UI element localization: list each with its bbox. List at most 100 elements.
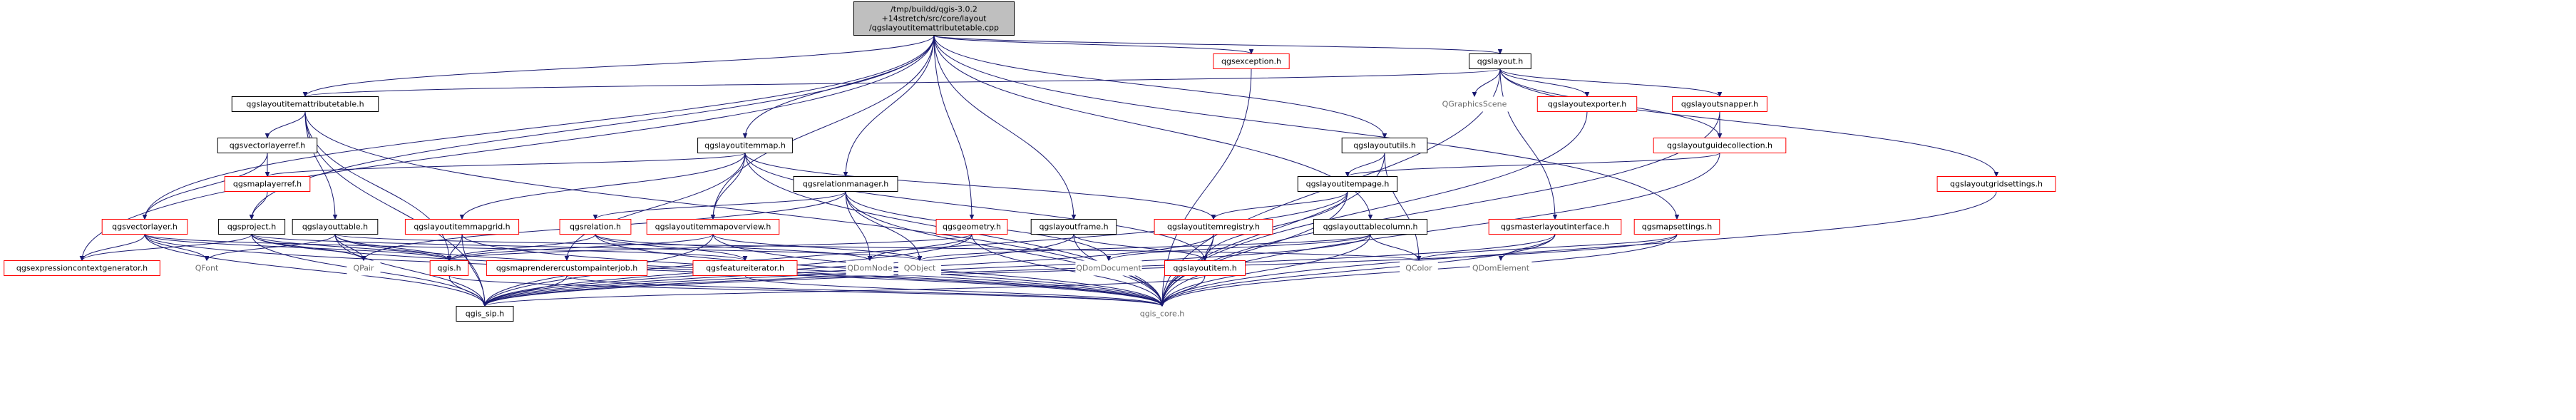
node-qgsrelationmanager[interactable]: qgsrelationmanager.h bbox=[793, 176, 898, 192]
edge-qgsproject-to-qgis bbox=[251, 234, 449, 261]
node-qgslayoutitemregistry[interactable]: qgslayoutitemregistry.h bbox=[1154, 219, 1273, 235]
node-label: qgsmapsettings.h bbox=[1642, 222, 1712, 232]
node-qgsexception[interactable]: qgsexception.h bbox=[1213, 53, 1290, 69]
node-qgslayout[interactable]: qgslayout.h bbox=[1469, 53, 1531, 69]
edge-qgslayouttablecolumn-to-qdomdocument bbox=[1109, 234, 1371, 261]
node-box bbox=[1633, 219, 1720, 235]
node-label: QDomDocument bbox=[1076, 264, 1141, 273]
node-layer: /tmp/buildd/qgis-3.0.2+14stretch/src/cor… bbox=[4, 1, 2056, 322]
edge-qgsvectorlayer-to-qgis_core bbox=[144, 234, 1162, 307]
node-label: qgslayoutitem.h bbox=[1173, 264, 1236, 273]
node-box bbox=[231, 96, 379, 112]
edge-qgsmapsettings-to-qcolor bbox=[1419, 234, 1678, 261]
node-box bbox=[1400, 260, 1438, 276]
edge-qgslayoutitempage-to-qgslayoutitemregistry bbox=[1213, 191, 1348, 220]
node-qgslayoutguidecollection[interactable]: qgslayoutguidecollection.h bbox=[1653, 138, 1787, 153]
node-label: qgsproject.h bbox=[227, 222, 276, 232]
node-qgsmasterlayoutinterface[interactable]: qgsmasterlayoutinterface.h bbox=[1488, 219, 1622, 235]
edge-qgslayouttable-to-qgis_sip bbox=[334, 234, 485, 307]
edge-qgsrelation-to-qgsfeatureiterator bbox=[595, 234, 745, 261]
node-qgslayoutgridsettings[interactable]: qgslayoutgridsettings.h bbox=[1936, 176, 2056, 192]
node-label: qgslayoutitemmapgrid.h bbox=[414, 222, 510, 232]
node-box bbox=[1469, 53, 1531, 69]
edge-qgsmasterlayoutinterface-to-qgis_sip bbox=[485, 234, 1556, 307]
node-box bbox=[1213, 53, 1290, 69]
node-qgslayoutitemmapoverview[interactable]: qgslayoutitemmapoverview.h bbox=[646, 219, 780, 235]
edge-qgslayoututils-to-qcolor bbox=[1384, 153, 1419, 261]
node-label: qgis_sip.h bbox=[466, 309, 505, 319]
node-box bbox=[1536, 96, 1638, 112]
node-box bbox=[429, 260, 469, 276]
node-qgslayoutitem[interactable]: qgslayoutitem.h bbox=[1164, 260, 1246, 276]
node-qgslayoutitempage[interactable]: qgslayoutitempage.h bbox=[1297, 176, 1398, 192]
node-qobject: QObject bbox=[898, 260, 942, 276]
node-box bbox=[1154, 219, 1273, 235]
node-label: qgslayoutitemmapoverview.h bbox=[655, 222, 771, 232]
node-qgsmaprenderercustompainterjob[interactable]: qgsmaprenderercustompainterjob.h bbox=[486, 260, 648, 276]
edge-qgslayoutitemmapoverview-to-qgis bbox=[449, 234, 714, 261]
node-label: qgslayoutexporter.h bbox=[1548, 100, 1626, 109]
edge-qgsmaprenderercustompainterjob-to-qgis_core bbox=[566, 275, 1162, 307]
node-qgslayoutitemmap[interactable]: qgslayoutitemmap.h bbox=[697, 138, 793, 153]
node-label: qgis_core.h bbox=[1140, 309, 1185, 319]
edge-root-to-qgslayoutitemmapoverview bbox=[713, 35, 935, 220]
edge-qgis-to-qgis_core bbox=[448, 275, 1162, 307]
node-qgsproject[interactable]: qgsproject.h bbox=[217, 219, 286, 235]
node-qgslayoututils[interactable]: qgslayoututils.h bbox=[1341, 138, 1428, 153]
edge-qgsrelationmanager-to-qobject bbox=[845, 191, 920, 261]
edge-qgsmasterlayoutinterface-to-qgis_core bbox=[1162, 234, 1556, 307]
edge-qgslayoutitemmap-to-qgsmaplayerref bbox=[267, 153, 746, 177]
edge-qgsfeatureiterator-to-qgis_core bbox=[744, 275, 1162, 307]
node-qdomnode: QDomNode bbox=[846, 260, 894, 276]
edge-root-to-qgsrelationmanager bbox=[846, 35, 935, 177]
node-label: qgsexception.h bbox=[1221, 57, 1281, 66]
node-label: qgis.h bbox=[437, 264, 461, 273]
node-qgsgraphicsscene: QGraphicsScene bbox=[1436, 96, 1513, 112]
node-label: qgslayouttablecolumn.h bbox=[1323, 222, 1418, 232]
edge-root-to-qgsexpressioncontextgenerator bbox=[82, 35, 935, 261]
node-label: qgslayout.h bbox=[1477, 57, 1524, 66]
node-label: qgsmaplayerref.h bbox=[233, 180, 302, 189]
edge-qgsmaprenderercustompainterjob-to-qgis_sip bbox=[485, 275, 568, 307]
edge-qgslayoutguidecollection-to-qgis_core bbox=[1162, 153, 1720, 307]
edge-qgslayout-to-qgslayoutitemattributetable bbox=[305, 68, 1501, 97]
node-label: qgslayoutitemregistry.h bbox=[1167, 222, 1260, 232]
edge-qgslayout-to-qgsmasterlayoutinterface bbox=[1499, 68, 1555, 220]
node-box bbox=[292, 219, 379, 235]
edge-qgsrelationmanager-to-qdomnode bbox=[845, 191, 870, 261]
node-qgsmaplayerref[interactable]: qgsmaplayerref.h bbox=[224, 176, 311, 192]
node-qgis[interactable]: qgis.h bbox=[429, 260, 469, 276]
node-qgslayoutitemattributetable[interactable]: qgslayoutitemattributetable.h bbox=[231, 96, 379, 112]
node-label: qgsexpressioncontextgenerator.h bbox=[16, 264, 148, 273]
edge-qgslayoutitemmapgrid-to-qgis_sip bbox=[461, 234, 485, 307]
node-qgis_sip[interactable]: qgis_sip.h bbox=[456, 306, 514, 322]
node-qgsvectorlayerref[interactable]: qgsvectorlayerref.h bbox=[217, 138, 318, 153]
node-qgsrelation[interactable]: qgsrelation.h bbox=[559, 219, 632, 235]
node-qgslayouttablecolumn[interactable]: qgslayouttablecolumn.h bbox=[1313, 219, 1428, 235]
node-box bbox=[486, 260, 648, 276]
node-qgsmapsettings[interactable]: qgsmapsettings.h bbox=[1633, 219, 1720, 235]
node-qgsvectorlayer[interactable]: qgsvectorlayer.h bbox=[101, 219, 188, 235]
node-label: qgsfeatureiterator.h bbox=[706, 264, 784, 273]
node-box bbox=[1653, 138, 1787, 153]
edge-qgslayout-to-qgslayoutsnapper bbox=[1499, 68, 1720, 97]
node-box bbox=[898, 260, 942, 276]
edge-qgslayoutitemmapgrid-to-qgis_core bbox=[461, 234, 1162, 307]
edge-qgslayouttable-to-qgis bbox=[334, 234, 449, 261]
edge-qgsrelation-to-qdomnode bbox=[595, 234, 870, 261]
node-qgslayouttable[interactable]: qgslayouttable.h bbox=[292, 219, 379, 235]
node-qgsgeometry[interactable]: qgsgeometry.h bbox=[935, 219, 1008, 235]
node-qgslayoutexporter[interactable]: qgslayoutexporter.h bbox=[1536, 96, 1638, 112]
node-root[interactable]: /tmp/buildd/qgis-3.0.2+14stretch/src/cor… bbox=[853, 1, 1015, 36]
node-qgsexpressioncontextgenerator[interactable]: qgsexpressioncontextgenerator.h bbox=[4, 260, 160, 276]
edge-qgslayoutitem-to-qgis_core bbox=[1162, 275, 1206, 307]
node-qgslayoutitemmapgrid[interactable]: qgslayoutitemmapgrid.h bbox=[404, 219, 520, 235]
node-label: qgslayoutitemmap.h bbox=[704, 141, 786, 150]
node-box bbox=[697, 138, 793, 153]
node-qgslayoutsnapper[interactable]: qgslayoutsnapper.h bbox=[1672, 96, 1767, 112]
node-qgsfeatureiterator[interactable]: qgsfeatureiterator.h bbox=[692, 260, 798, 276]
node-box bbox=[793, 176, 898, 192]
edge-qgslayoutitemattributetable-to-qgsvectorlayerref bbox=[267, 111, 306, 138]
node-label: QObject bbox=[904, 264, 936, 273]
node-qgslayoutframe[interactable]: qgslayoutframe.h bbox=[1030, 219, 1117, 235]
